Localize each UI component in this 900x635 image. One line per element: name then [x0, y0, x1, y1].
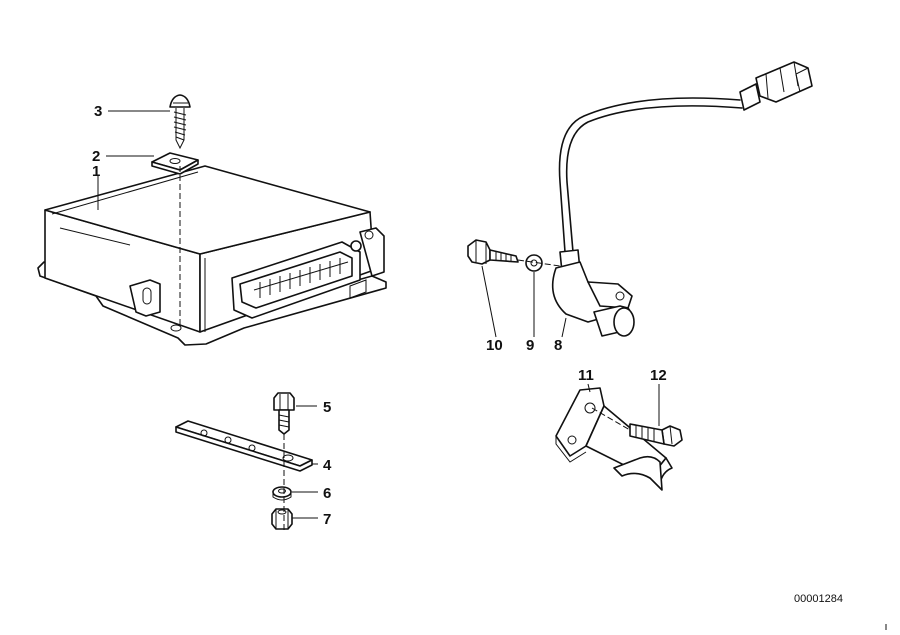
- hex-nut[interactable]: [271, 508, 293, 530]
- callout-11: 11: [578, 367, 594, 384]
- sensor-with-cable[interactable]: [551, 61, 813, 337]
- callout-1: 1: [92, 163, 100, 180]
- bracket-assembly-axis: [591, 407, 631, 431]
- sensor-bracket[interactable]: [555, 387, 673, 491]
- callout-2: 2: [92, 148, 100, 165]
- mounting-clip[interactable]: [151, 152, 199, 175]
- hex-bolt[interactable]: [273, 392, 295, 435]
- callout-7: 7: [323, 511, 331, 528]
- callout-3: 3: [94, 103, 102, 120]
- callout-6: 6: [323, 485, 331, 502]
- sensor-assembly-axis: [517, 259, 561, 267]
- callout-5: 5: [323, 399, 331, 416]
- callout-12: 12: [650, 367, 667, 384]
- callout-8: 8: [554, 337, 562, 354]
- leader-lines: [97, 110, 660, 519]
- bracket-bolt[interactable]: [629, 423, 683, 447]
- callout-9: 9: [526, 337, 534, 354]
- callout-labels: 1 2 3 4 5 6 7 8 9 10 11 12: [92, 103, 667, 528]
- callout-4: 4: [323, 457, 332, 474]
- sensor-bolt[interactable]: [467, 239, 519, 265]
- sensor-washer[interactable]: [525, 254, 543, 272]
- callout-10: 10: [486, 337, 503, 354]
- washer[interactable]: [272, 486, 292, 501]
- screw[interactable]: [169, 94, 191, 150]
- control-unit[interactable]: [37, 165, 387, 346]
- diagram-code: 00001284: [794, 593, 843, 605]
- bracket-strap[interactable]: [175, 420, 313, 472]
